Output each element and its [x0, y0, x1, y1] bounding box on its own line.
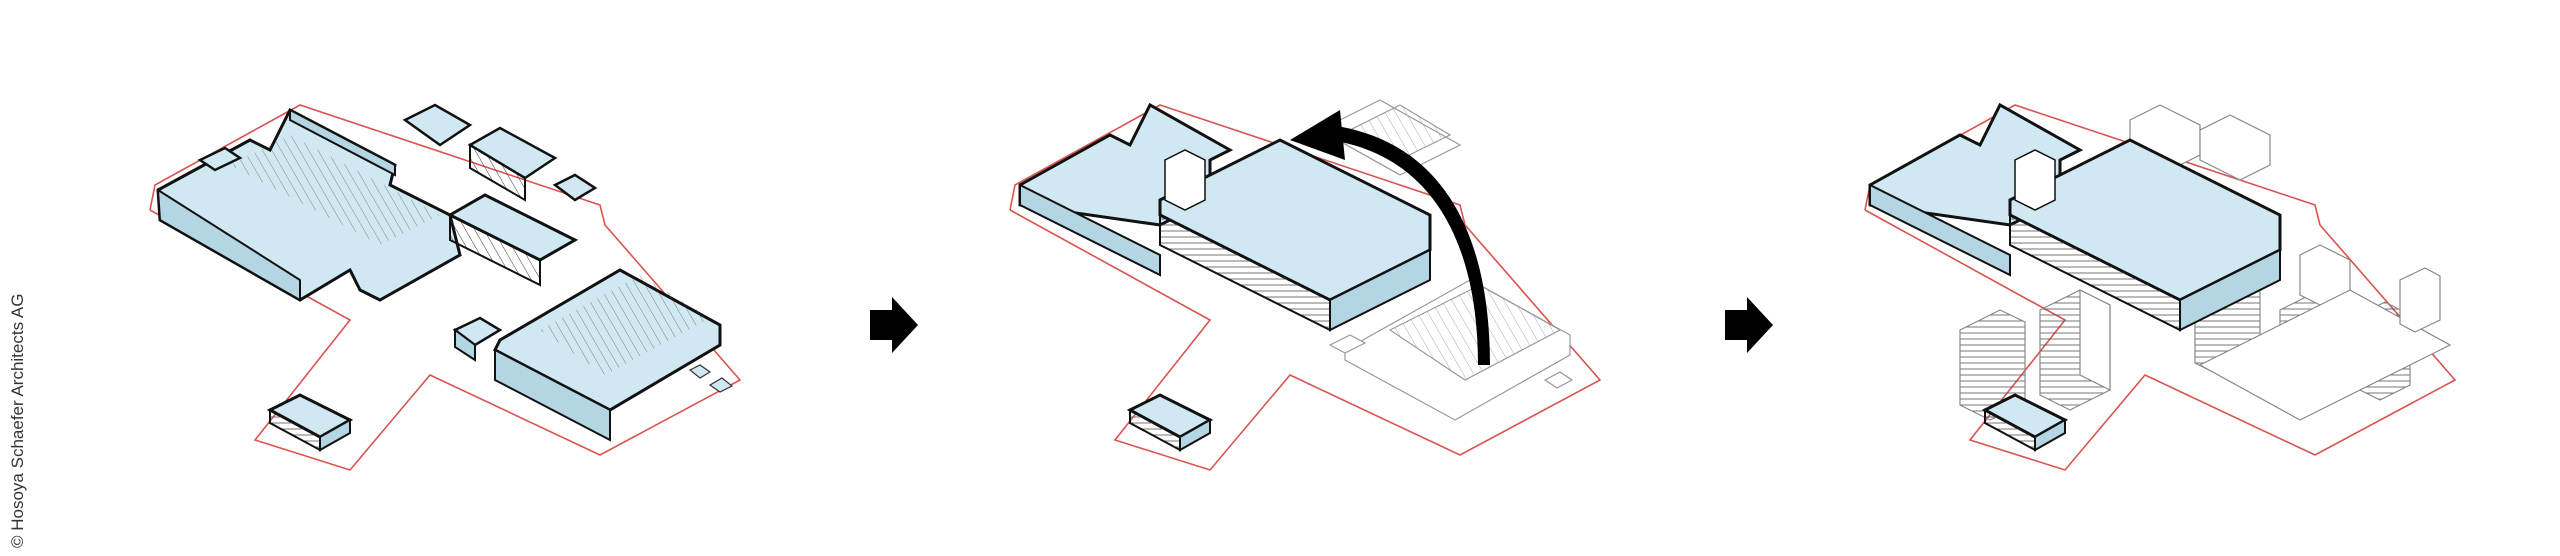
panel-existing: [149, 103, 742, 471]
main-building-block: [156, 107, 462, 302]
arrow-right-icon: [1725, 297, 1773, 353]
ghost-buildings: [1318, 99, 1574, 421]
small-building-group: [197, 103, 598, 202]
hall-building-block: [492, 268, 734, 442]
detached-building: [1981, 393, 2069, 452]
curved-arrow-icon: [1290, 110, 1490, 365]
detached-building: [266, 393, 354, 452]
detached-building: [1126, 393, 1214, 452]
panel-relocation: [1009, 99, 1602, 471]
arrow-right-icon: [870, 297, 918, 353]
retained-building-block: [1868, 102, 2282, 332]
middle-building-block: [446, 193, 579, 362]
panel-future: [1864, 102, 2457, 471]
retained-building-block: [1018, 102, 1432, 332]
